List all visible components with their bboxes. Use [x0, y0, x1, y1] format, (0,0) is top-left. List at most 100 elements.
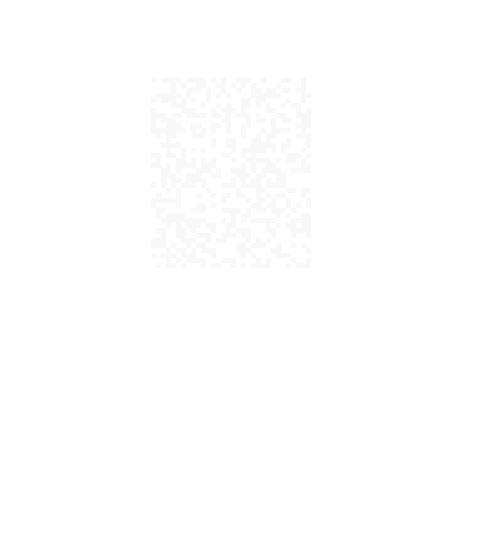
- qr-module: [246, 98, 251, 103]
- qr-module: [301, 98, 306, 103]
- qr-module: [161, 178, 166, 183]
- qr-module: [216, 123, 221, 128]
- qr-module: [251, 178, 256, 183]
- qr-module: [256, 238, 261, 243]
- qr-module: [266, 93, 271, 98]
- qr-module: [211, 108, 216, 113]
- qr-module: [281, 253, 286, 258]
- qr-module: [166, 263, 171, 268]
- qr-module: [176, 203, 181, 208]
- qr-module: [261, 78, 266, 83]
- qr-module: [226, 138, 231, 143]
- qr-module: [246, 173, 251, 178]
- qr-module: [261, 148, 266, 153]
- qr-module: [276, 113, 281, 118]
- qr-module: [156, 133, 161, 138]
- qr-module: [156, 193, 161, 198]
- qr-module: [171, 78, 176, 83]
- qr-module: [276, 168, 281, 173]
- qr-module: [226, 258, 231, 263]
- qr-module: [236, 243, 241, 248]
- qr-module: [241, 178, 246, 183]
- qr-module: [241, 133, 246, 138]
- qr-module: [291, 103, 296, 108]
- qr-module: [191, 208, 196, 213]
- qr-module: [256, 173, 261, 178]
- qr-module: [306, 143, 311, 148]
- qr-module: [306, 233, 311, 238]
- qr-module: [231, 223, 236, 228]
- qr-module: [286, 118, 291, 123]
- qr-module: [186, 78, 191, 83]
- qr-module: [201, 263, 206, 268]
- qr-module: [166, 118, 171, 123]
- qr-module: [171, 263, 176, 268]
- qr-module: [166, 168, 171, 173]
- qr-module: [196, 173, 201, 178]
- qr-module: [271, 168, 276, 173]
- qr-module: [181, 158, 186, 163]
- qr-module: [181, 163, 186, 168]
- qr-module: [166, 78, 171, 83]
- qr-module: [226, 108, 231, 113]
- qr-module: [196, 83, 201, 88]
- qr-module: [301, 163, 306, 168]
- qr-module: [271, 183, 276, 188]
- qr-module: [276, 128, 281, 133]
- qr-module: [171, 133, 176, 138]
- qr-module: [171, 218, 176, 223]
- qr-module: [171, 123, 176, 128]
- qr-module: [151, 198, 156, 203]
- qr-module: [231, 168, 236, 173]
- qr-module: [166, 148, 171, 153]
- qr-module: [276, 83, 281, 88]
- qr-module: [161, 243, 166, 248]
- qr-module: [191, 108, 196, 113]
- qr-module: [261, 118, 266, 123]
- qr-module: [166, 98, 171, 103]
- qr-module: [246, 158, 251, 163]
- qr-module: [286, 188, 291, 193]
- qr-module: [156, 158, 161, 163]
- qr-module: [221, 118, 226, 123]
- qr-module: [201, 133, 206, 138]
- qr-module: [226, 193, 231, 198]
- qr-module: [251, 143, 256, 148]
- qr-module: [241, 153, 246, 158]
- qr-module: [211, 223, 216, 228]
- qr-module: [291, 158, 296, 163]
- qr-code: [151, 78, 311, 268]
- qr-module: [151, 153, 156, 158]
- qr-module: [271, 123, 276, 128]
- qr-module: [171, 118, 176, 123]
- qr-module: [171, 88, 176, 93]
- qr-module: [256, 138, 261, 143]
- qr-module: [211, 263, 216, 268]
- qr-module: [221, 208, 226, 213]
- qr-module: [216, 263, 221, 268]
- qr-module: [171, 83, 176, 88]
- qr-module: [171, 183, 176, 188]
- qr-module: [201, 163, 206, 168]
- qr-module: [281, 208, 286, 213]
- qr-module: [191, 133, 196, 138]
- qr-module: [176, 93, 181, 98]
- qr-module: [246, 208, 251, 213]
- qr-module: [191, 223, 196, 228]
- qr-module: [296, 203, 301, 208]
- qr-module: [181, 128, 186, 133]
- qr-module: [171, 243, 176, 248]
- qr-module: [301, 193, 306, 198]
- qr-module: [256, 133, 261, 138]
- qr-module: [286, 213, 291, 218]
- qr-module: [201, 203, 206, 208]
- qr-module: [221, 78, 226, 83]
- qr-module: [276, 193, 281, 198]
- qr-module: [221, 88, 226, 93]
- qr-module: [166, 138, 171, 143]
- qr-module: [176, 128, 181, 133]
- qr-module: [211, 193, 216, 198]
- qr-module: [276, 178, 281, 183]
- qr-module: [251, 253, 256, 258]
- qr-module: [251, 138, 256, 143]
